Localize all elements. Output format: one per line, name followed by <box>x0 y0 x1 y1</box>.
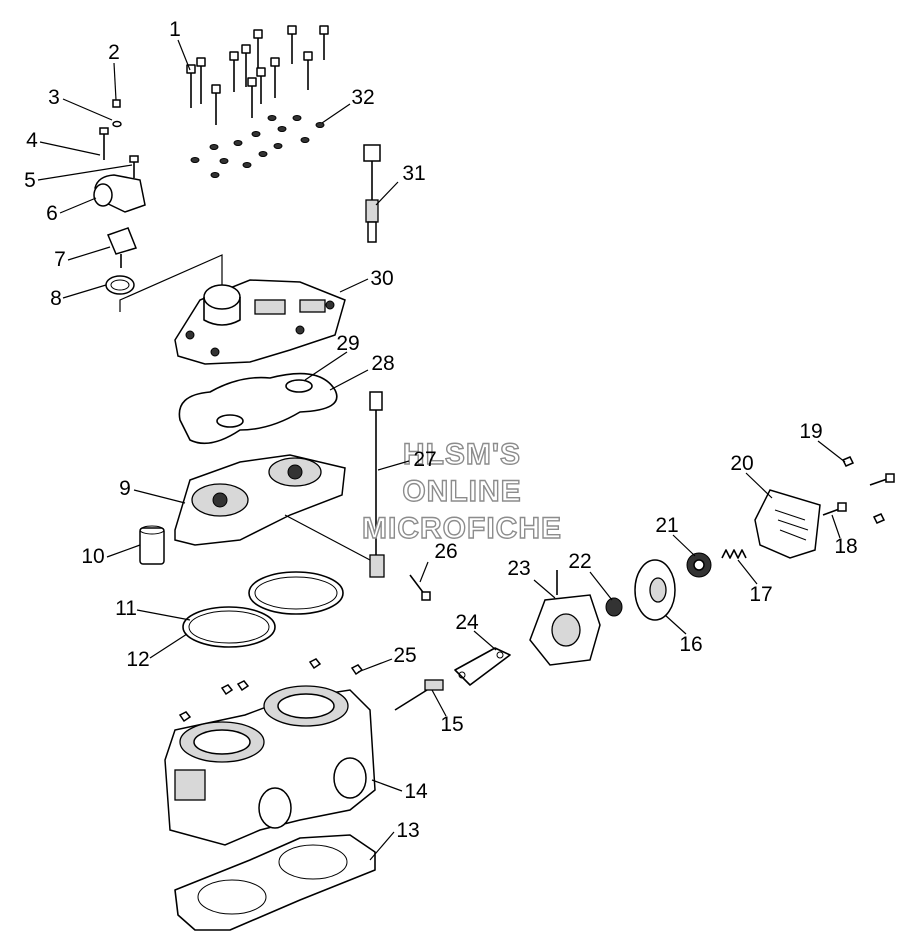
callout-labels: 1 2 3 4 5 6 7 8 9 10 11 12 13 14 15 16 1… <box>24 18 858 842</box>
head-gaskets <box>182 571 344 648</box>
callout-14: 14 <box>404 780 428 803</box>
pump-housing <box>529 570 601 666</box>
valve-15 <box>394 679 444 711</box>
callout-31: 31 <box>402 162 425 185</box>
callout-19: 19 <box>799 420 822 443</box>
callout-9: 9 <box>119 477 131 500</box>
callout-27: 27 <box>413 448 436 471</box>
head-bolts <box>186 25 329 125</box>
callout-29: 29 <box>336 332 359 355</box>
callout-3: 3 <box>48 86 60 109</box>
callout-11: 11 <box>115 597 137 620</box>
callout-8: 8 <box>50 287 62 310</box>
callout-1: 1 <box>169 18 181 41</box>
callout-21: 21 <box>655 514 678 537</box>
pump-cover <box>754 489 821 559</box>
callout-7: 7 <box>54 248 66 271</box>
cylinder-head <box>174 454 371 561</box>
callout-15: 15 <box>440 713 463 736</box>
head-o-ring <box>178 372 338 445</box>
callout-23: 23 <box>507 557 530 580</box>
impeller-16 <box>634 559 676 621</box>
callout-28: 28 <box>371 352 394 375</box>
callout-18: 18 <box>834 535 857 558</box>
bolt-26 <box>409 574 431 601</box>
callout-26: 26 <box>434 540 457 563</box>
callout-20: 20 <box>730 452 753 475</box>
callout-24: 24 <box>455 611 479 634</box>
base-gasket <box>174 834 376 931</box>
thermostat-group <box>93 99 223 312</box>
leader-lines <box>37 39 846 861</box>
callout-16: 16 <box>679 633 702 656</box>
fasteners-18-19 <box>822 456 895 524</box>
callout-6: 6 <box>46 202 58 225</box>
temperature-sensor <box>363 144 381 243</box>
bearing-21 <box>686 552 712 578</box>
callout-10: 10 <box>81 545 104 568</box>
callout-13: 13 <box>396 819 419 842</box>
fitting <box>139 525 165 565</box>
seal-22 <box>605 597 623 617</box>
cylinder-block <box>164 658 376 846</box>
watermark: HLSM'S ONLINE MICROFICHE <box>361 437 562 545</box>
callout-5: 5 <box>24 169 36 192</box>
knock-sensor-lead <box>369 391 385 578</box>
gasket-24 <box>454 647 511 686</box>
callout-17: 17 <box>749 583 772 606</box>
callout-12: 12 <box>126 648 149 671</box>
callout-32: 32 <box>351 86 374 109</box>
watermark-line-2: ONLINE <box>402 475 521 508</box>
callout-22: 22 <box>568 550 591 573</box>
watermark-line-1: HLSM'S <box>403 438 521 471</box>
watermark-line-3: MICROFICHE <box>362 512 562 545</box>
head-cover <box>174 279 346 365</box>
callout-25: 25 <box>393 644 416 667</box>
spring-17 <box>721 549 747 559</box>
bolt-washers <box>190 115 325 178</box>
callout-30: 30 <box>370 267 393 290</box>
callout-2: 2 <box>108 41 120 64</box>
callout-4: 4 <box>26 129 38 152</box>
